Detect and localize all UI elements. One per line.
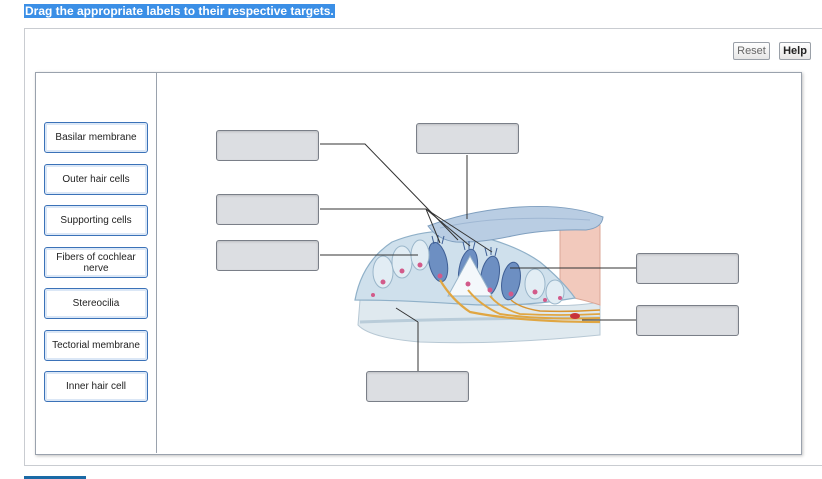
drop-target-4[interactable] <box>216 240 319 271</box>
drop-target-1[interactable] <box>216 130 319 161</box>
drop-target-2[interactable] <box>416 123 519 154</box>
drop-target-6[interactable] <box>636 305 739 336</box>
drop-target-7[interactable] <box>366 371 469 402</box>
drop-target-3[interactable] <box>216 194 319 225</box>
drop-target-5[interactable] <box>636 253 739 284</box>
